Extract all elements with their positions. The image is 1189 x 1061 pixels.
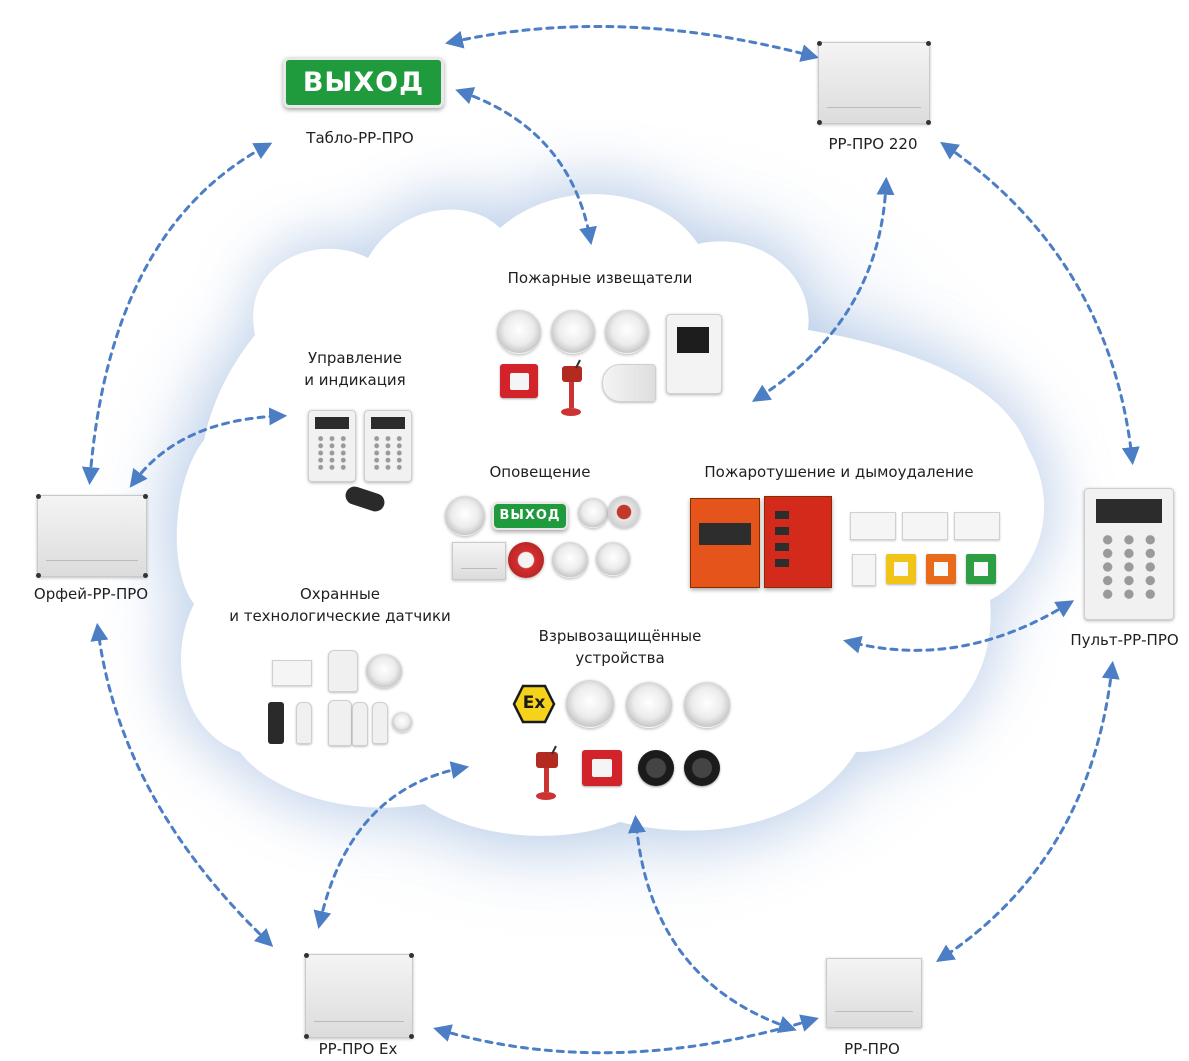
exit-sign-small-icon: ВЫХОД <box>492 502 568 530</box>
label-tablo: Табло-РР-ПРО <box>306 129 414 147</box>
group-extinguishing-title: Пожаротушение и дымоудаление <box>704 463 974 481</box>
exit-sign-text: ВЫХОД <box>302 67 425 98</box>
explosion-proof-flame-detector-icon <box>536 745 558 800</box>
curtain-sensor-icon <box>268 702 284 744</box>
notification-module-icon <box>452 542 506 580</box>
flame-detector-icon <box>561 359 582 416</box>
explosion-proof-detector-icon <box>566 680 614 728</box>
group-explosion-title-line1: Взрывозащищённые <box>538 627 702 645</box>
wrist-device-icon <box>684 750 720 786</box>
label-rr-pro-220: РР-ПРО 220 <box>828 135 918 153</box>
smoke-detector-icon <box>497 310 541 354</box>
control-keypad-icon <box>364 410 412 482</box>
label-rr-pro-ex: РР-ПРО Ex <box>318 1040 398 1058</box>
arrow-pult-rrpro <box>935 660 1120 962</box>
motion-sensor-icon <box>328 650 358 692</box>
duct-detector-icon <box>602 364 656 402</box>
indicator-card-icon <box>852 554 876 586</box>
arrow-rr220-pult <box>940 141 1140 466</box>
beam-detector-icon <box>666 314 722 394</box>
arrow-tablo-cloud <box>455 87 597 246</box>
group-control-title-line2: и индикация <box>304 371 406 389</box>
manual-call-point-icon <box>500 364 538 398</box>
group-fire-detectors-title: Пожарные извещатели <box>507 269 693 287</box>
label-pult: Пульт-РР-ПРО <box>1070 631 1179 649</box>
arrow-orfey-cloud <box>129 407 288 488</box>
smoke-sensor-icon <box>366 654 402 688</box>
module-card-icon <box>954 512 1000 540</box>
vibration-sensor-icon <box>352 702 368 746</box>
explosion-proof-detector-icon <box>626 682 672 728</box>
smoke-detector-icon <box>605 310 649 354</box>
ex-hexagon-icon <box>512 684 556 724</box>
leak-sensor-icon <box>328 700 352 746</box>
module-card-icon <box>902 512 948 540</box>
label-rr-pro: РР-ПРО <box>844 1040 900 1058</box>
module-card-icon <box>850 512 896 540</box>
smoke-control-cabinet-icon <box>764 496 832 588</box>
orange-button-icon <box>926 554 956 584</box>
red-sounder-icon <box>508 542 544 578</box>
group-security-title-line2: и технологические датчики <box>229 607 451 625</box>
orfey-device-image <box>36 494 148 578</box>
door-sensor-icon <box>296 702 312 744</box>
arrow-rr220-cloud <box>751 176 895 402</box>
smoke-detector-icon <box>551 310 595 354</box>
arrow-tablo-rr220 <box>444 24 819 62</box>
tablo-device-image: ВЫХОД <box>283 57 444 108</box>
glass-break-sensor-icon <box>272 660 312 686</box>
arrow-rrpro-cloud <box>627 814 797 1034</box>
sounder-base-icon <box>596 542 630 576</box>
arrow-rrproex-cloud <box>313 761 470 930</box>
arrow-rrpro-rrproex <box>433 1014 819 1055</box>
rr-pro-220-device-image <box>817 41 931 125</box>
strobe-icon <box>608 496 640 528</box>
label-orfey: Орфей-РР-ПРО <box>33 585 149 603</box>
siren-icon <box>445 496 485 536</box>
group-explosion-title-line2: устройства <box>575 649 665 667</box>
arrow-rrproex-orfey <box>90 622 274 947</box>
pult-device-image <box>1084 488 1174 620</box>
group-security-title-line1: Охранные <box>299 585 381 603</box>
explosion-proof-call-point-icon <box>582 750 622 786</box>
group-notification-title: Оповещение <box>489 463 591 481</box>
yellow-button-icon <box>886 554 916 584</box>
rr-pro-ex-device-image <box>304 953 414 1039</box>
explosion-proof-detector-icon <box>684 682 730 728</box>
arrow-pult-cloud <box>843 600 1075 654</box>
arrow-orfey-tablo <box>81 142 273 486</box>
sounder-base-icon <box>552 542 588 578</box>
rr-pro-device-image <box>826 958 922 1028</box>
group-control-title-line1: Управление <box>307 349 403 367</box>
ex-mark-text: Ex <box>522 693 546 713</box>
wrist-device-icon <box>638 750 674 786</box>
temperature-sensor-icon <box>372 702 388 744</box>
green-button-icon <box>966 554 996 584</box>
control-keypad-icon <box>308 410 356 482</box>
sounder-icon <box>578 498 608 528</box>
exit-sign-small-text: ВЫХОД <box>499 508 561 523</box>
cable-sensor-icon <box>392 712 412 732</box>
extinguishing-cabinet-icon <box>690 498 760 588</box>
